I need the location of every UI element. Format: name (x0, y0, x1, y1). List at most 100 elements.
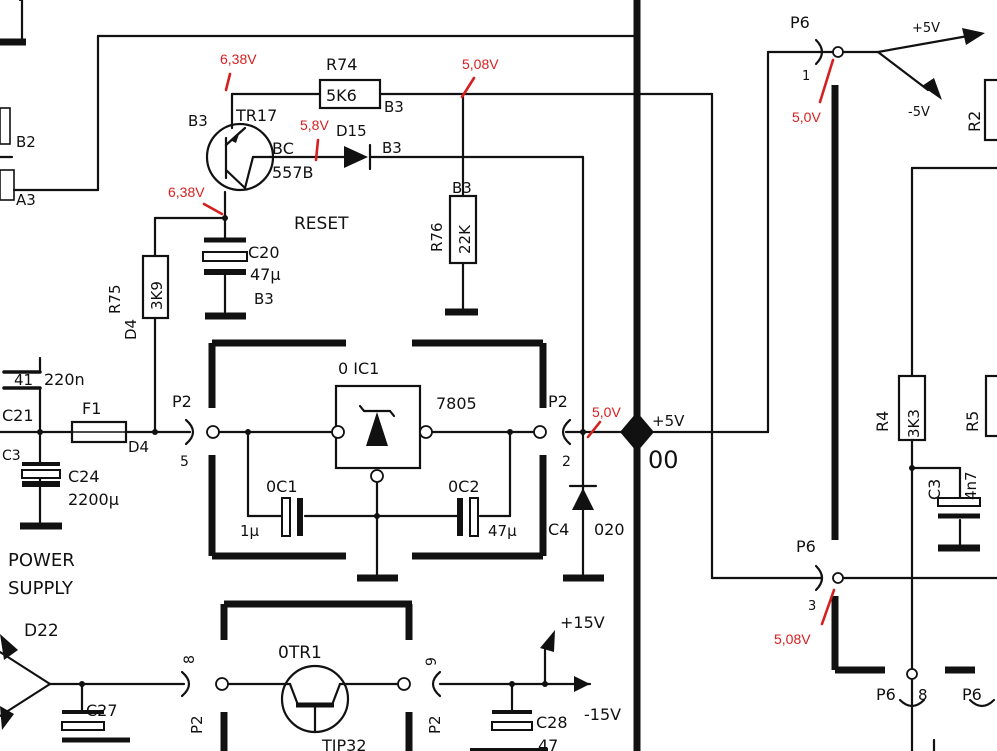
p2-pin8-number: 8 (182, 655, 198, 664)
voltage-p2-output: 5,0V (592, 404, 621, 420)
node-00-diamond (620, 412, 654, 452)
p2-right-label: P2 (548, 392, 568, 411)
c27-capacitor (61, 710, 130, 743)
p6-mid-label: P6 (796, 537, 816, 556)
power-input-wires (0, 356, 192, 526)
oc1-value: 1μ (240, 522, 260, 540)
plus5v-label: +5V (652, 412, 685, 430)
r5-resistor (984, 374, 997, 438)
c27-label: C27 (86, 701, 118, 720)
supply-label: SUPPLY (8, 578, 74, 599)
c21-label: C21 (2, 406, 34, 425)
voltage-r74-node: 5,08V (462, 56, 499, 72)
c20-value: 47μ (250, 265, 281, 284)
oc2-label: 0C2 (448, 477, 480, 496)
r4-label: R4 (873, 411, 892, 432)
p6-bottom1-pin: 8 (918, 686, 928, 704)
lower-section-wires (48, 630, 592, 712)
power-label: POWER (8, 550, 75, 571)
p6-top-pin: 1 (802, 69, 810, 84)
c24-label: C24 (68, 467, 100, 486)
c28-capacitor (470, 710, 548, 751)
ic1-type: 7805 (436, 394, 477, 413)
r75-label: R75 (106, 284, 124, 314)
r76-resistor (445, 194, 478, 316)
oc1-capacitor (281, 497, 303, 537)
c3-fragment: C3 (2, 448, 21, 464)
otr1-label: 0TR1 (278, 643, 322, 663)
p6-mid-pin: 3 (808, 599, 816, 614)
c3-capacitor (937, 497, 981, 552)
p6-minus5v-label: -5V (908, 105, 930, 120)
r74-location: B3 (384, 98, 404, 116)
r76-value: 22K (456, 224, 474, 254)
right-panel-wires (841, 166, 997, 751)
reset-network-wires (153, 92, 824, 580)
minus15v-label: -15V (584, 705, 621, 724)
oc2-value: 47μ (488, 522, 517, 540)
p2-pin8-label: P2 (188, 715, 206, 734)
c4-diode-label: 020 (594, 520, 625, 539)
voltage-tr17-base: 6,38V (168, 184, 205, 200)
c20-capacitor (202, 215, 248, 320)
regulator-wires (217, 429, 536, 582)
tr17-transistor (205, 122, 275, 192)
d15-diode (344, 143, 372, 171)
c4-zener (563, 478, 604, 582)
p6-bottom2-label: P6 (962, 685, 982, 704)
p6-bottom-connectors (898, 668, 996, 751)
p6-top-connector (814, 28, 985, 100)
tr17-location: B3 (188, 112, 208, 130)
c4-label: C4 (548, 520, 569, 539)
b2-label: B2 (16, 133, 36, 151)
a3-label: A3 (16, 191, 36, 209)
r74-resistor (318, 78, 382, 110)
p2-pin9-connector (397, 670, 442, 698)
f1-location: D4 (128, 438, 149, 456)
plus15v-label: +15V (560, 613, 605, 632)
c3-value: 4n7 (962, 471, 980, 500)
c21-value: 220n (44, 370, 85, 389)
p6-plus5v-label: +5V (912, 21, 940, 36)
tr17-type-line1: BC (272, 139, 294, 158)
d15-label: D15 (336, 122, 367, 140)
f1-fuse (70, 420, 128, 444)
r75-resistor (141, 254, 170, 320)
c24-capacitor (20, 462, 62, 530)
p2-pin9-number: 9 (424, 657, 440, 666)
c28-label: C28 (536, 713, 568, 732)
p2-left-pin: 5 (180, 454, 189, 470)
c21-capacitor (2, 370, 42, 390)
tr17-label: TR17 (235, 106, 277, 125)
r74-value: 5K6 (326, 86, 357, 105)
c28-value: 47 (538, 736, 558, 751)
r4-resistor (897, 374, 927, 442)
r75-location: D4 (122, 319, 140, 340)
f1-label: F1 (82, 399, 101, 418)
p2-pin8-connector (180, 670, 229, 698)
voltage-p6-pin3: 5,08V (774, 631, 811, 647)
reset-label: RESET (294, 214, 349, 234)
r2-label: R2 (965, 111, 984, 132)
p6-top-label: P6 (790, 13, 810, 32)
p6-bottom1-label: P6 (876, 685, 896, 704)
left-edge-fragments (0, 0, 639, 201)
node-00-label: 00 (648, 446, 679, 474)
d22-label: D22 (24, 621, 59, 641)
c21-top-fragment: 41 (14, 371, 33, 389)
r4-value: 3K3 (905, 409, 923, 438)
p6-mid-connector (814, 564, 844, 592)
ic1-regulator (331, 384, 433, 483)
r74-label: R74 (326, 55, 357, 74)
r5-label: R5 (963, 411, 982, 432)
panel-borders (208, 0, 975, 751)
c24-value: 2200μ (68, 490, 119, 509)
r76-label: R76 (428, 222, 446, 252)
voltage-annotation-lines (202, 58, 836, 626)
oc1-label: 0C1 (266, 477, 298, 496)
c3-label: C3 (925, 479, 944, 500)
p2-right-pin: 2 (562, 454, 571, 470)
oc2-capacitor (457, 497, 479, 537)
r76-location: B3 (452, 179, 472, 197)
